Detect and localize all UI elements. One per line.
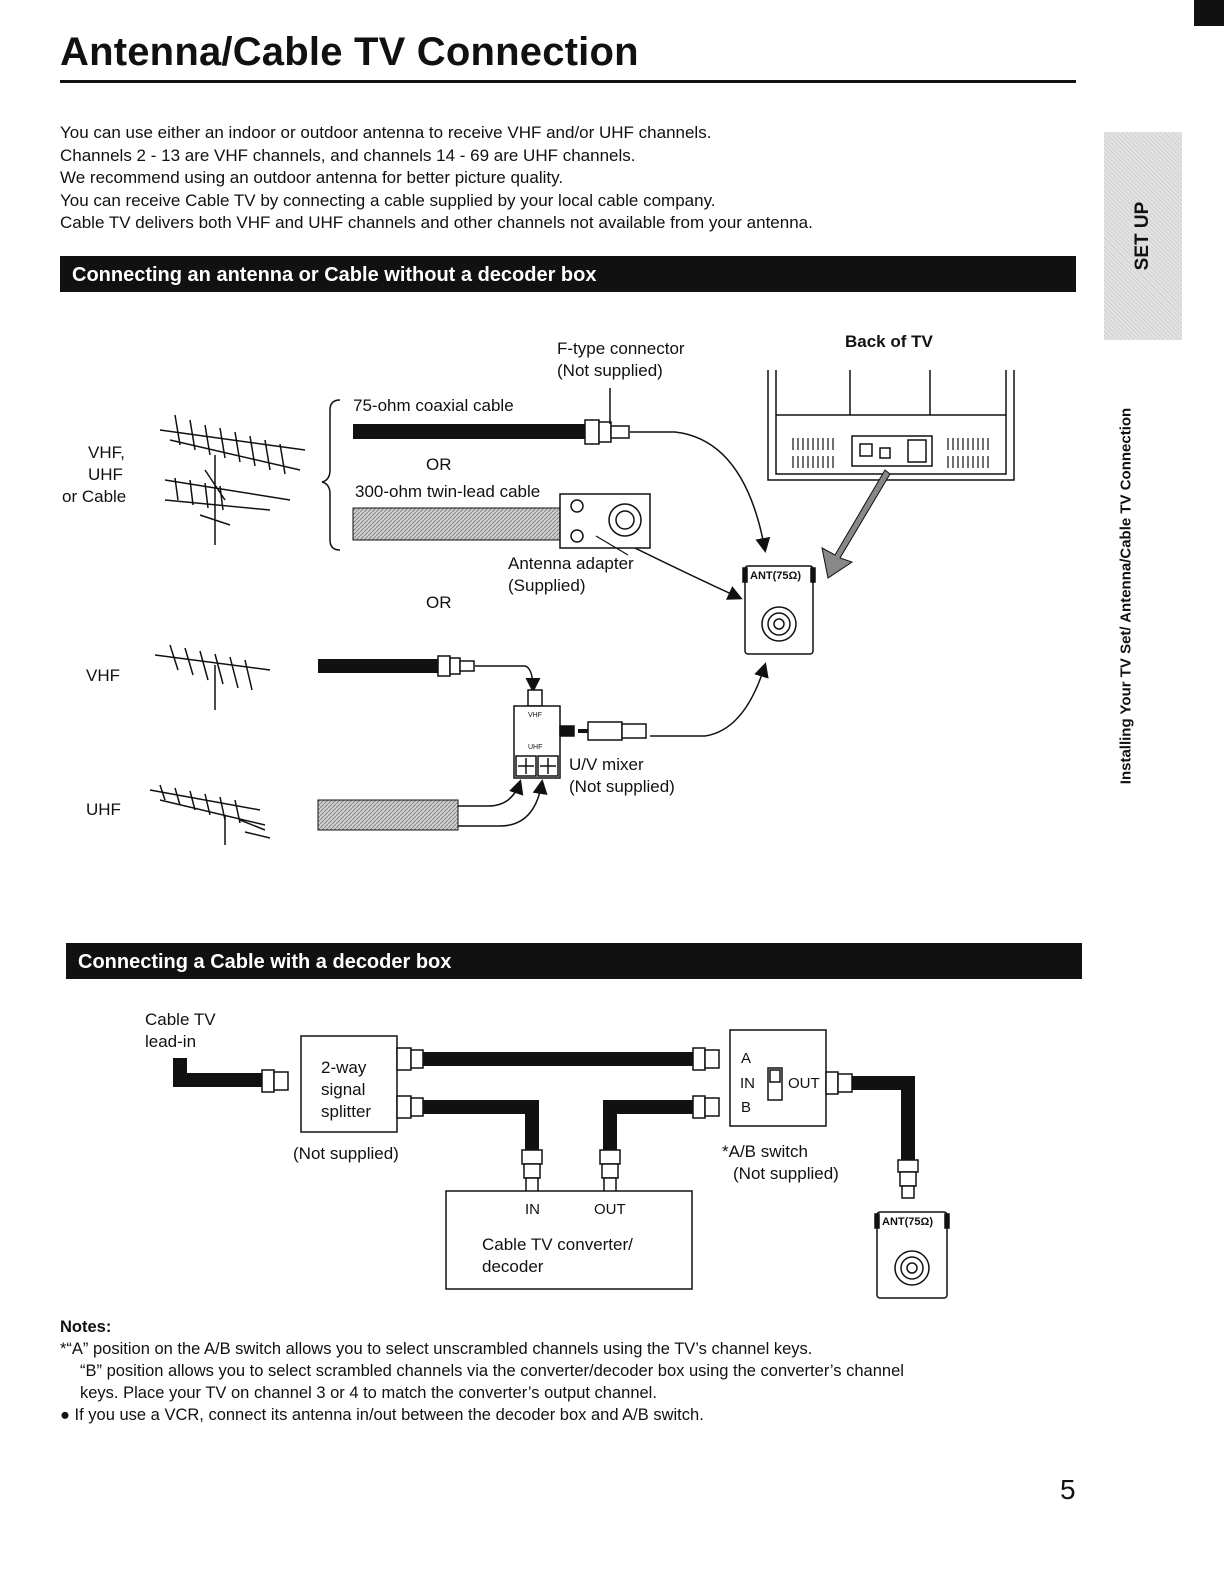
decoder-box [445, 1190, 693, 1290]
label-splitter-1: 2-way [321, 1058, 367, 1077]
note-line: keys. Place your TV on channel 3 or 4 to… [80, 1384, 657, 1402]
label-twinlead: 300-ohm twin-lead cable [355, 482, 541, 501]
ant-port-2 [874, 1211, 950, 1299]
ab-switch-box [692, 1029, 853, 1127]
label-or-2: OR [426, 593, 452, 612]
label-decoder-in: IN [525, 1201, 540, 1218]
signal-splitter-box [300, 1035, 424, 1133]
label-splitter-note: (Not supplied) [293, 1144, 399, 1163]
intro-line: You can receive Cable TV by connecting a… [60, 190, 716, 210]
note-line: “B” position allows you to select scramb… [80, 1362, 904, 1380]
label-or-1: OR [426, 455, 452, 474]
label-ab-note: (Not supplied) [733, 1164, 839, 1183]
intro-line: Channels 2 - 13 are VHF channels, and ch… [60, 145, 636, 165]
notes: Notes: *“A” position on the A/B switch a… [60, 1316, 1060, 1426]
label-coax: 75-ohm coaxial cable [353, 396, 514, 415]
label-vhf: VHF [86, 666, 120, 685]
label-back-of-tv: Back of TV [845, 332, 933, 351]
label-vhf-uhf-cable-1: VHF, [88, 443, 125, 462]
label-splitter-3: splitter [321, 1102, 372, 1121]
antenna-vhf-icon [154, 644, 271, 710]
uv-mixer-icon [513, 689, 647, 779]
antenna-adapter-icon [559, 493, 651, 549]
page-number: 5 [1060, 1474, 1076, 1505]
label-splitter-2: signal [321, 1080, 366, 1099]
title-rule [60, 80, 1076, 83]
label-leadin: Cable TV [145, 1010, 216, 1029]
section-heading-with-decoder: Connecting a Cable with a decoder box [66, 943, 1082, 979]
label-ant-port-2: ANT(75Ω) [882, 1216, 933, 1228]
label-leadin-2: lead-in [145, 1032, 197, 1051]
intro-line: Cable TV delivers both VHF and UHF chann… [60, 213, 813, 232]
label-vhf-uhf-cable-2: UHF [88, 465, 123, 484]
notes-heading: Notes: [60, 1318, 112, 1336]
label-switch-a: A [741, 1050, 752, 1067]
side-tab-setup: SET UP [1104, 132, 1182, 340]
section-heading-no-decoder: Connecting an antenna or Cable without a… [60, 256, 1076, 292]
f-type-connector-icon [584, 419, 630, 445]
label-ab-switch: *A/B switch [722, 1142, 808, 1161]
corner-tab-mark [1194, 0, 1224, 26]
label-decoder-out: OUT [594, 1201, 626, 1218]
label-adapter-note: (Supplied) [508, 576, 586, 595]
antenna-uhf-icon [149, 784, 271, 845]
label-ant-port-1: ANT(75Ω) [750, 570, 801, 582]
page-title: Antenna/Cable TV Connection [60, 30, 639, 74]
label-uhf: UHF [86, 800, 121, 819]
label-vhf-uhf-cable-3: or Cable [62, 487, 127, 506]
label-mixer-note: (Not supplied) [569, 777, 675, 796]
note-line: *“A” position on the A/B switch allows y… [60, 1340, 813, 1358]
label-switch-b: B [741, 1099, 752, 1116]
antenna-combo-icon [159, 414, 306, 545]
intro-text: You can use either an indoor or outdoor … [60, 122, 813, 235]
label-mixer-uhf: UHF [528, 744, 543, 751]
ant-port-1 [742, 565, 816, 655]
label-ftype-note: (Not supplied) [557, 361, 663, 380]
intro-line: We recommend using an outdoor antenna fo… [60, 168, 564, 187]
label-switch-in: IN [740, 1075, 755, 1092]
label-decoder-1: Cable TV converter/ [482, 1235, 633, 1254]
label-decoder-2: decoder [482, 1257, 544, 1276]
note-line: ● If you use a VCR, connect its antenna … [60, 1406, 704, 1424]
tv-back-panel [767, 370, 1015, 481]
label-adapter: Antenna adapter [508, 554, 634, 573]
label-mixer: U/V mixer [569, 755, 644, 774]
label-ftype: F-type connector [557, 339, 685, 358]
label-switch-out: OUT [788, 1075, 820, 1092]
label-mixer-vhf: VHF [528, 712, 542, 719]
intro-line: You can use either an indoor or outdoor … [60, 123, 712, 142]
